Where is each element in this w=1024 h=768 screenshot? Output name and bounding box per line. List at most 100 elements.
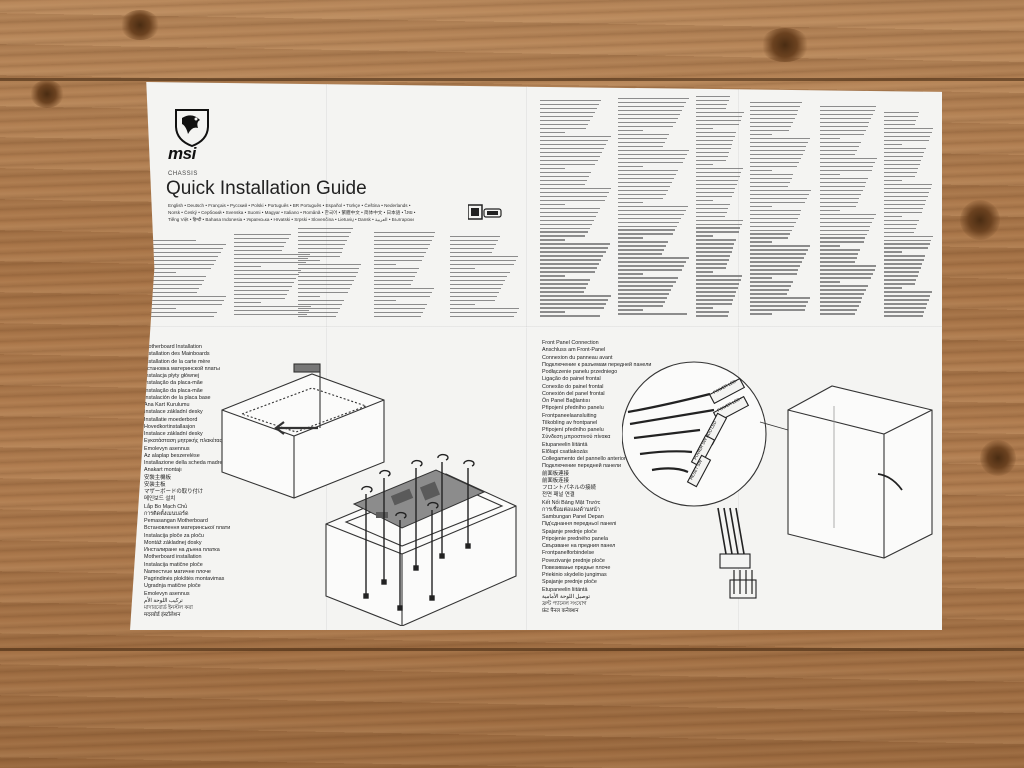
text-line	[750, 201, 806, 203]
text-line	[234, 237, 289, 240]
rotate-arrow-icon	[411, 459, 423, 467]
msi-dragon-shield-icon	[175, 109, 209, 148]
text-line	[696, 96, 731, 98]
text-line	[298, 307, 341, 310]
text-line	[540, 271, 595, 273]
text-line	[696, 103, 728, 106]
text-line	[298, 311, 339, 314]
text-line	[450, 303, 475, 306]
text-line	[696, 159, 727, 162]
text-line	[234, 265, 262, 268]
language-list-item: 前面板连接	[542, 477, 569, 484]
text-line	[618, 305, 663, 307]
text-line	[884, 299, 929, 301]
text-line	[750, 305, 807, 307]
text-line	[618, 225, 678, 227]
text-line	[696, 251, 732, 253]
qr-code-icon	[468, 204, 502, 220]
text-line	[540, 199, 605, 201]
text-line	[234, 277, 297, 280]
text-line	[750, 157, 801, 160]
standoff-icon	[413, 565, 419, 571]
text-line	[696, 303, 732, 305]
text-line	[540, 231, 588, 233]
text-line	[884, 227, 916, 229]
language-list-item: Під'єднання передньої панелі	[542, 521, 617, 528]
text-line	[148, 283, 202, 286]
language-list-item: Свързване на предния панел	[542, 543, 616, 549]
text-line	[540, 263, 600, 265]
text-line	[618, 253, 662, 255]
text-line	[148, 315, 215, 318]
text-line	[750, 253, 806, 255]
text-line	[750, 165, 798, 168]
text-line	[298, 283, 352, 286]
text-line	[148, 287, 200, 290]
text-line	[750, 133, 772, 136]
text-line	[884, 255, 925, 257]
text-line	[750, 129, 790, 132]
language-list-item: Frontpanelforbindelse	[542, 550, 595, 557]
text-line	[820, 261, 855, 263]
text-line	[820, 309, 858, 311]
text-line	[884, 167, 918, 170]
text-line	[750, 217, 798, 219]
text-line	[750, 281, 793, 283]
table-plank-seam	[0, 648, 1024, 651]
language-list-item: Подключение к разъемам передней панели	[542, 361, 652, 368]
text-line	[884, 183, 932, 186]
text-line	[298, 299, 345, 302]
text-line	[148, 247, 224, 250]
text-line	[750, 293, 788, 295]
text-line	[696, 227, 741, 229]
text-line	[618, 297, 667, 299]
text-line	[374, 267, 419, 270]
text-line	[148, 267, 212, 270]
text-line	[884, 223, 917, 225]
language-list-item: Front Panel Connection	[542, 340, 599, 346]
text-line	[696, 215, 726, 217]
text-line	[696, 263, 728, 265]
text-line	[820, 169, 872, 172]
text-line	[540, 195, 607, 198]
text-line	[618, 237, 644, 239]
text-line	[234, 305, 312, 308]
text-line	[540, 255, 604, 257]
text-line	[374, 232, 436, 234]
language-list-item: Nameстvue матичне плоче	[144, 568, 211, 575]
text-line	[540, 147, 605, 150]
text-line	[884, 279, 916, 281]
text-line	[696, 267, 726, 269]
text-line	[820, 161, 876, 164]
text-line	[540, 143, 607, 146]
text-line	[696, 239, 736, 241]
standoff-icon	[363, 593, 369, 599]
text-line	[234, 289, 290, 292]
text-line	[750, 161, 799, 164]
text-line	[696, 287, 738, 289]
language-list-item: Instalacja płyty głównej	[144, 373, 200, 379]
text-line	[820, 145, 859, 148]
text-line	[618, 165, 644, 168]
text-line	[148, 299, 224, 302]
text-line	[234, 281, 295, 284]
text-line	[298, 287, 350, 290]
rotate-arrow-icon	[395, 511, 407, 519]
text-line	[884, 283, 915, 285]
text-line	[618, 197, 664, 199]
text-line	[540, 183, 585, 186]
language-list-item: توصيل اللوحة الأمامية	[542, 593, 591, 600]
text-line	[884, 291, 932, 293]
text-line	[820, 153, 856, 156]
text-line	[450, 263, 514, 266]
text-line	[884, 187, 931, 190]
language-list-item: Emolevyn asennus	[144, 445, 190, 452]
wood-knot	[760, 28, 810, 62]
text-line	[450, 247, 495, 250]
text-line	[540, 315, 600, 317]
language-list-item: Ugradnja matične ploče	[144, 583, 201, 590]
text-column	[298, 228, 362, 320]
text-line	[820, 113, 873, 116]
text-line	[820, 106, 877, 108]
text-line	[696, 119, 741, 122]
